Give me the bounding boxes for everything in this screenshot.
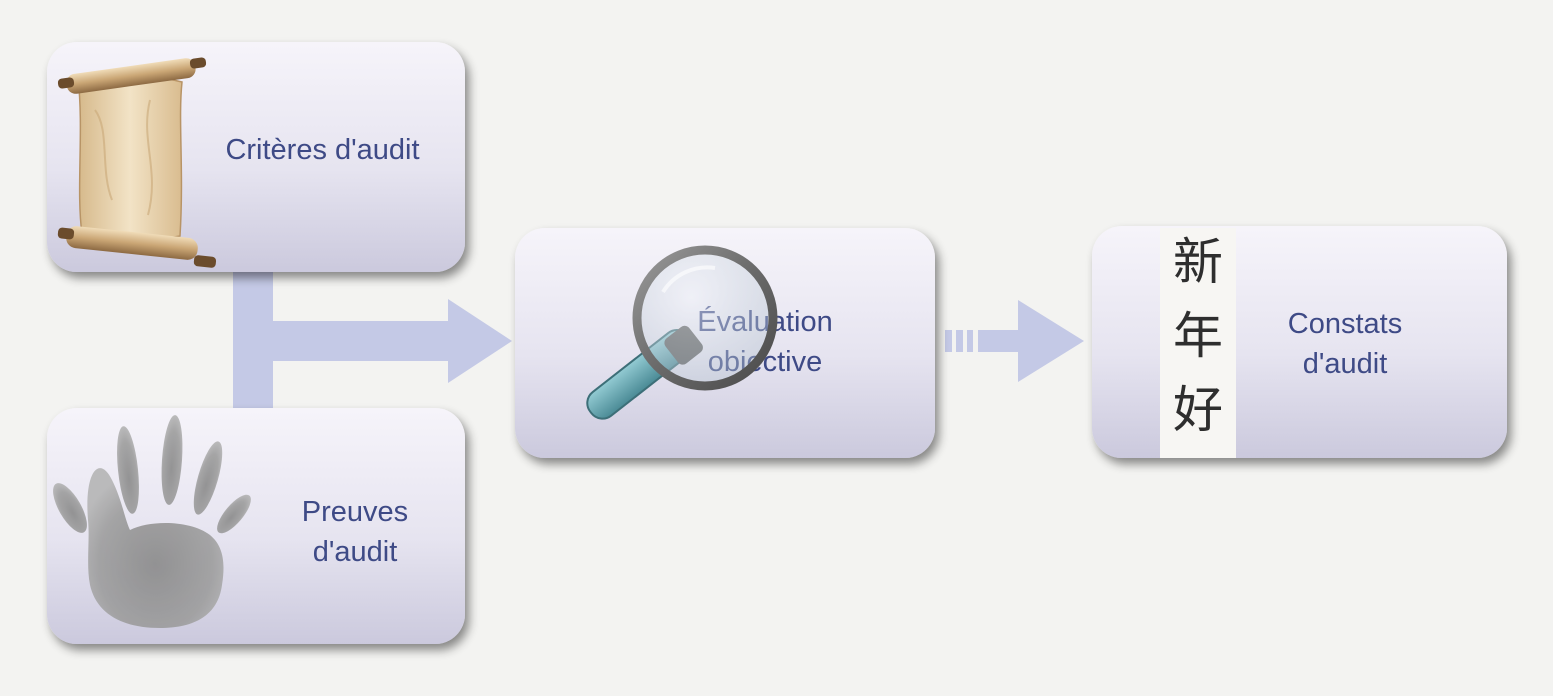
findings-label-line2: d'audit: [1302, 348, 1388, 380]
calligraphy-paper: [1160, 228, 1236, 458]
node-audit-criteria: [47, 42, 465, 272]
evidence-label-line1: Preuves: [301, 496, 409, 528]
evidence-label: Preuves d'audit: [245, 492, 465, 572]
findings-label-line1: Constats: [1287, 308, 1403, 340]
scroll-parchment-icon: [57, 57, 217, 268]
handprint-icon: [53, 415, 251, 628]
chinese-calligraphy: 新年好: [1173, 233, 1223, 439]
criteria-label: Critères d'audit: [225, 134, 420, 166]
connector-inputs-to-evaluation: [233, 265, 512, 415]
magnifying-glass-icon: [586, 245, 778, 420]
findings-label: Constats d'audit: [1240, 304, 1450, 384]
node-audit-evidence: [47, 408, 465, 644]
evidence-label-line2: d'audit: [312, 536, 398, 568]
node-audit-findings: [1092, 226, 1507, 458]
arrow-evaluation-to-findings: [945, 300, 1084, 382]
